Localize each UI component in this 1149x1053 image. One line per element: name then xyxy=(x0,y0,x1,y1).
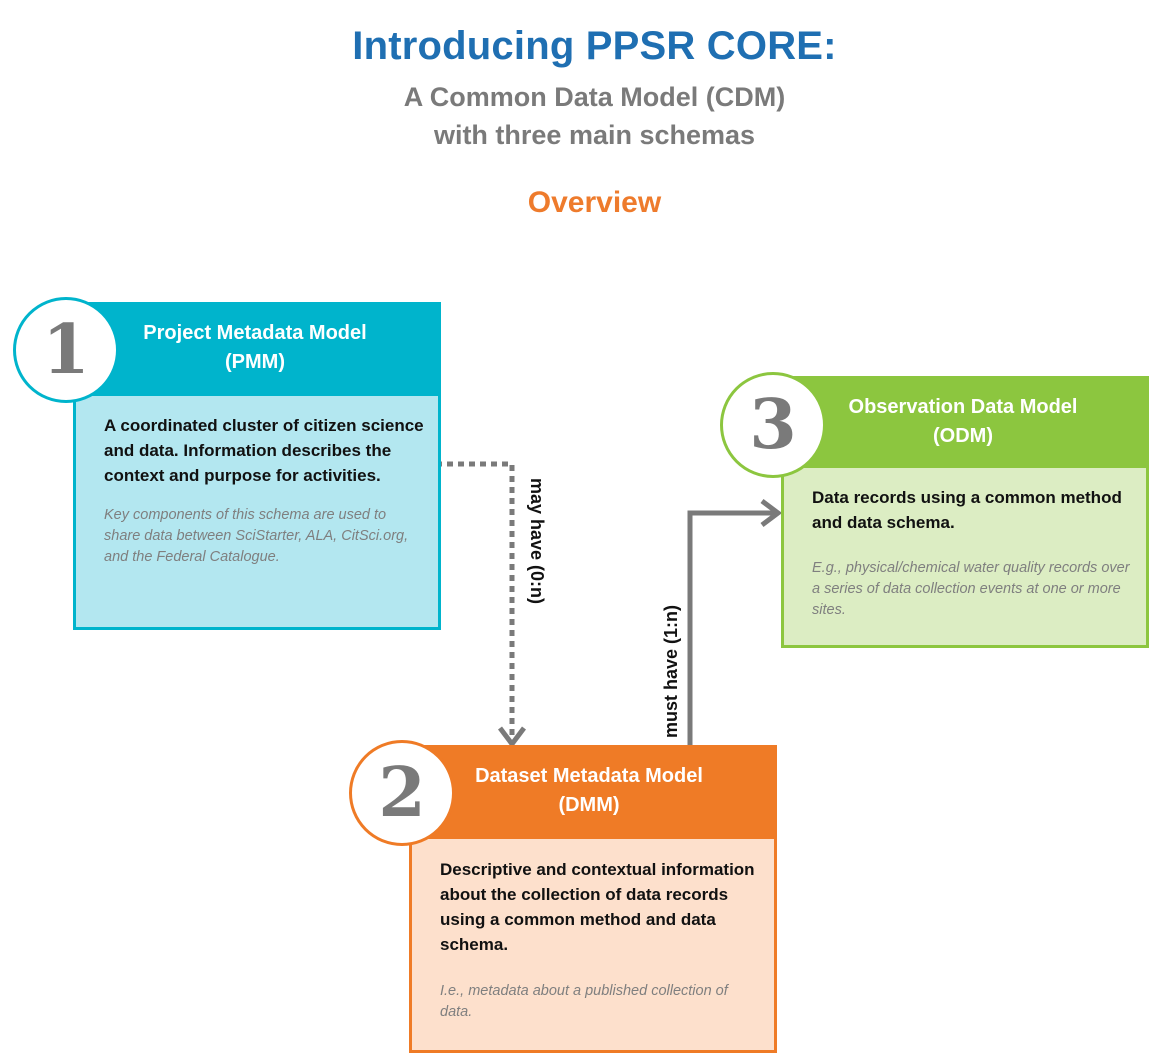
may-have-connector xyxy=(436,461,515,742)
pmm-title-line2: (PMM) xyxy=(225,351,285,373)
odm-body: Data records using a common method and d… xyxy=(812,485,1130,621)
dmm-header: Dataset Metadata Model (DMM) xyxy=(409,745,777,839)
page-title: Introducing PPSR CORE: xyxy=(352,24,837,68)
dmm-number-badge: 2 xyxy=(349,740,455,846)
odm-header: Observation Data Model (ODM) xyxy=(781,376,1149,468)
odm-title-line1: Observation Data Model xyxy=(848,396,1078,418)
dmm-title-line2: (DMM) xyxy=(558,794,620,816)
section-heading: Overview xyxy=(527,186,662,219)
odm-number: 3 xyxy=(749,385,797,465)
pmm-note: Key components of this schema are used t… xyxy=(104,507,409,565)
dmm-number: 2 xyxy=(378,753,426,833)
odm-note: E.g., physical/chemical water quality re… xyxy=(812,560,1130,618)
page-subtitle-line1: A Common Data Model (CDM) xyxy=(403,82,786,112)
pmm-header: Project Metadata Model (PMM) xyxy=(73,302,441,396)
must-have-connector xyxy=(687,510,776,745)
pmm-description: A coordinated cluster of citizen science… xyxy=(104,416,424,485)
arrow-head-odm xyxy=(760,499,783,527)
odm-description: Data records using a common method and d… xyxy=(812,488,1122,532)
may-have-label: may have (0:n) xyxy=(527,478,547,605)
arrow-head-dmm xyxy=(498,726,526,749)
dmm-body: Descriptive and contextual information a… xyxy=(440,857,758,1023)
pmm-title-line1: Project Metadata Model xyxy=(143,322,367,344)
odm-number-badge: 3 xyxy=(720,372,826,478)
must-have-label: must have (1:n) xyxy=(661,604,681,738)
page-subtitle-line2: with three main schemas xyxy=(433,120,756,150)
pmm-number: 1 xyxy=(42,310,90,390)
odm-title-line2: (ODM) xyxy=(933,425,993,447)
dmm-description: Descriptive and contextual information a… xyxy=(440,860,755,954)
pmm-body: A coordinated cluster of citizen science… xyxy=(104,413,424,568)
dmm-title-line1: Dataset Metadata Model xyxy=(475,765,703,787)
dmm-note: I.e., metadata about a published collect… xyxy=(440,983,728,1020)
pmm-number-badge: 1 xyxy=(13,297,119,403)
